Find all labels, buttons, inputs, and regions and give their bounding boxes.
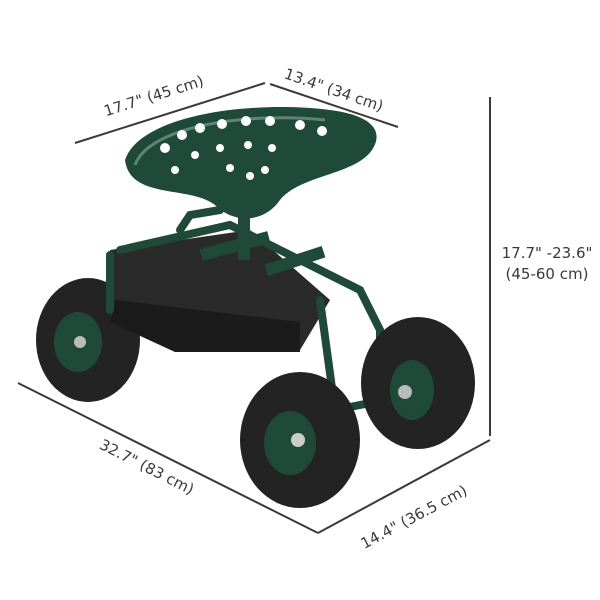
length-line xyxy=(17,382,319,534)
tractor-seat xyxy=(125,107,377,219)
wheel-back-right xyxy=(361,317,475,449)
dimension-lines xyxy=(17,82,491,534)
seat-depth-line xyxy=(269,83,399,128)
height-label: 17.7" -23.6" (45-60 cm) xyxy=(494,243,600,285)
height-label-cm: (45-60 cm) xyxy=(505,265,589,283)
width-line xyxy=(317,439,491,534)
seat-width-line xyxy=(74,82,266,144)
height-label-inches: 17.7" -23.6" xyxy=(501,244,593,262)
wheel-front xyxy=(240,372,360,508)
